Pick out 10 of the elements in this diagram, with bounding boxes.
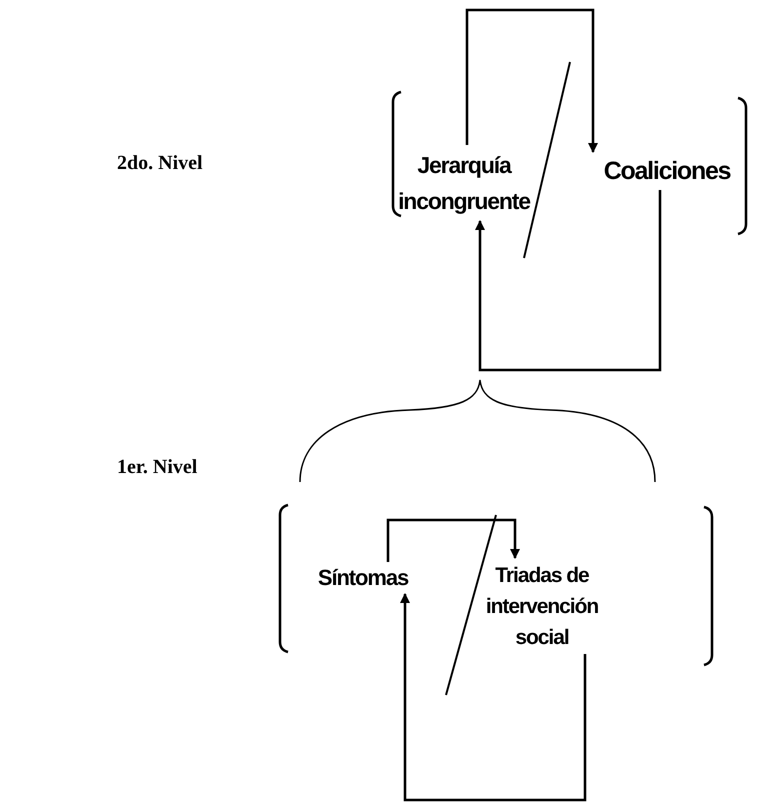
- arrow: [386, 518, 520, 562]
- arrow: [475, 190, 662, 372]
- node-text: Coaliciones: [604, 156, 730, 187]
- arrow: [400, 593, 586, 802]
- node-text: Síntomas: [318, 564, 408, 592]
- level-label: 1er. Nivel: [117, 455, 198, 480]
- node-text: Triadas de intervención social: [484, 562, 600, 650]
- node-text: Jerarquía incongruente: [398, 151, 530, 216]
- arrow: [466, 8, 598, 153]
- level-label: 2do. Nivel: [117, 151, 203, 176]
